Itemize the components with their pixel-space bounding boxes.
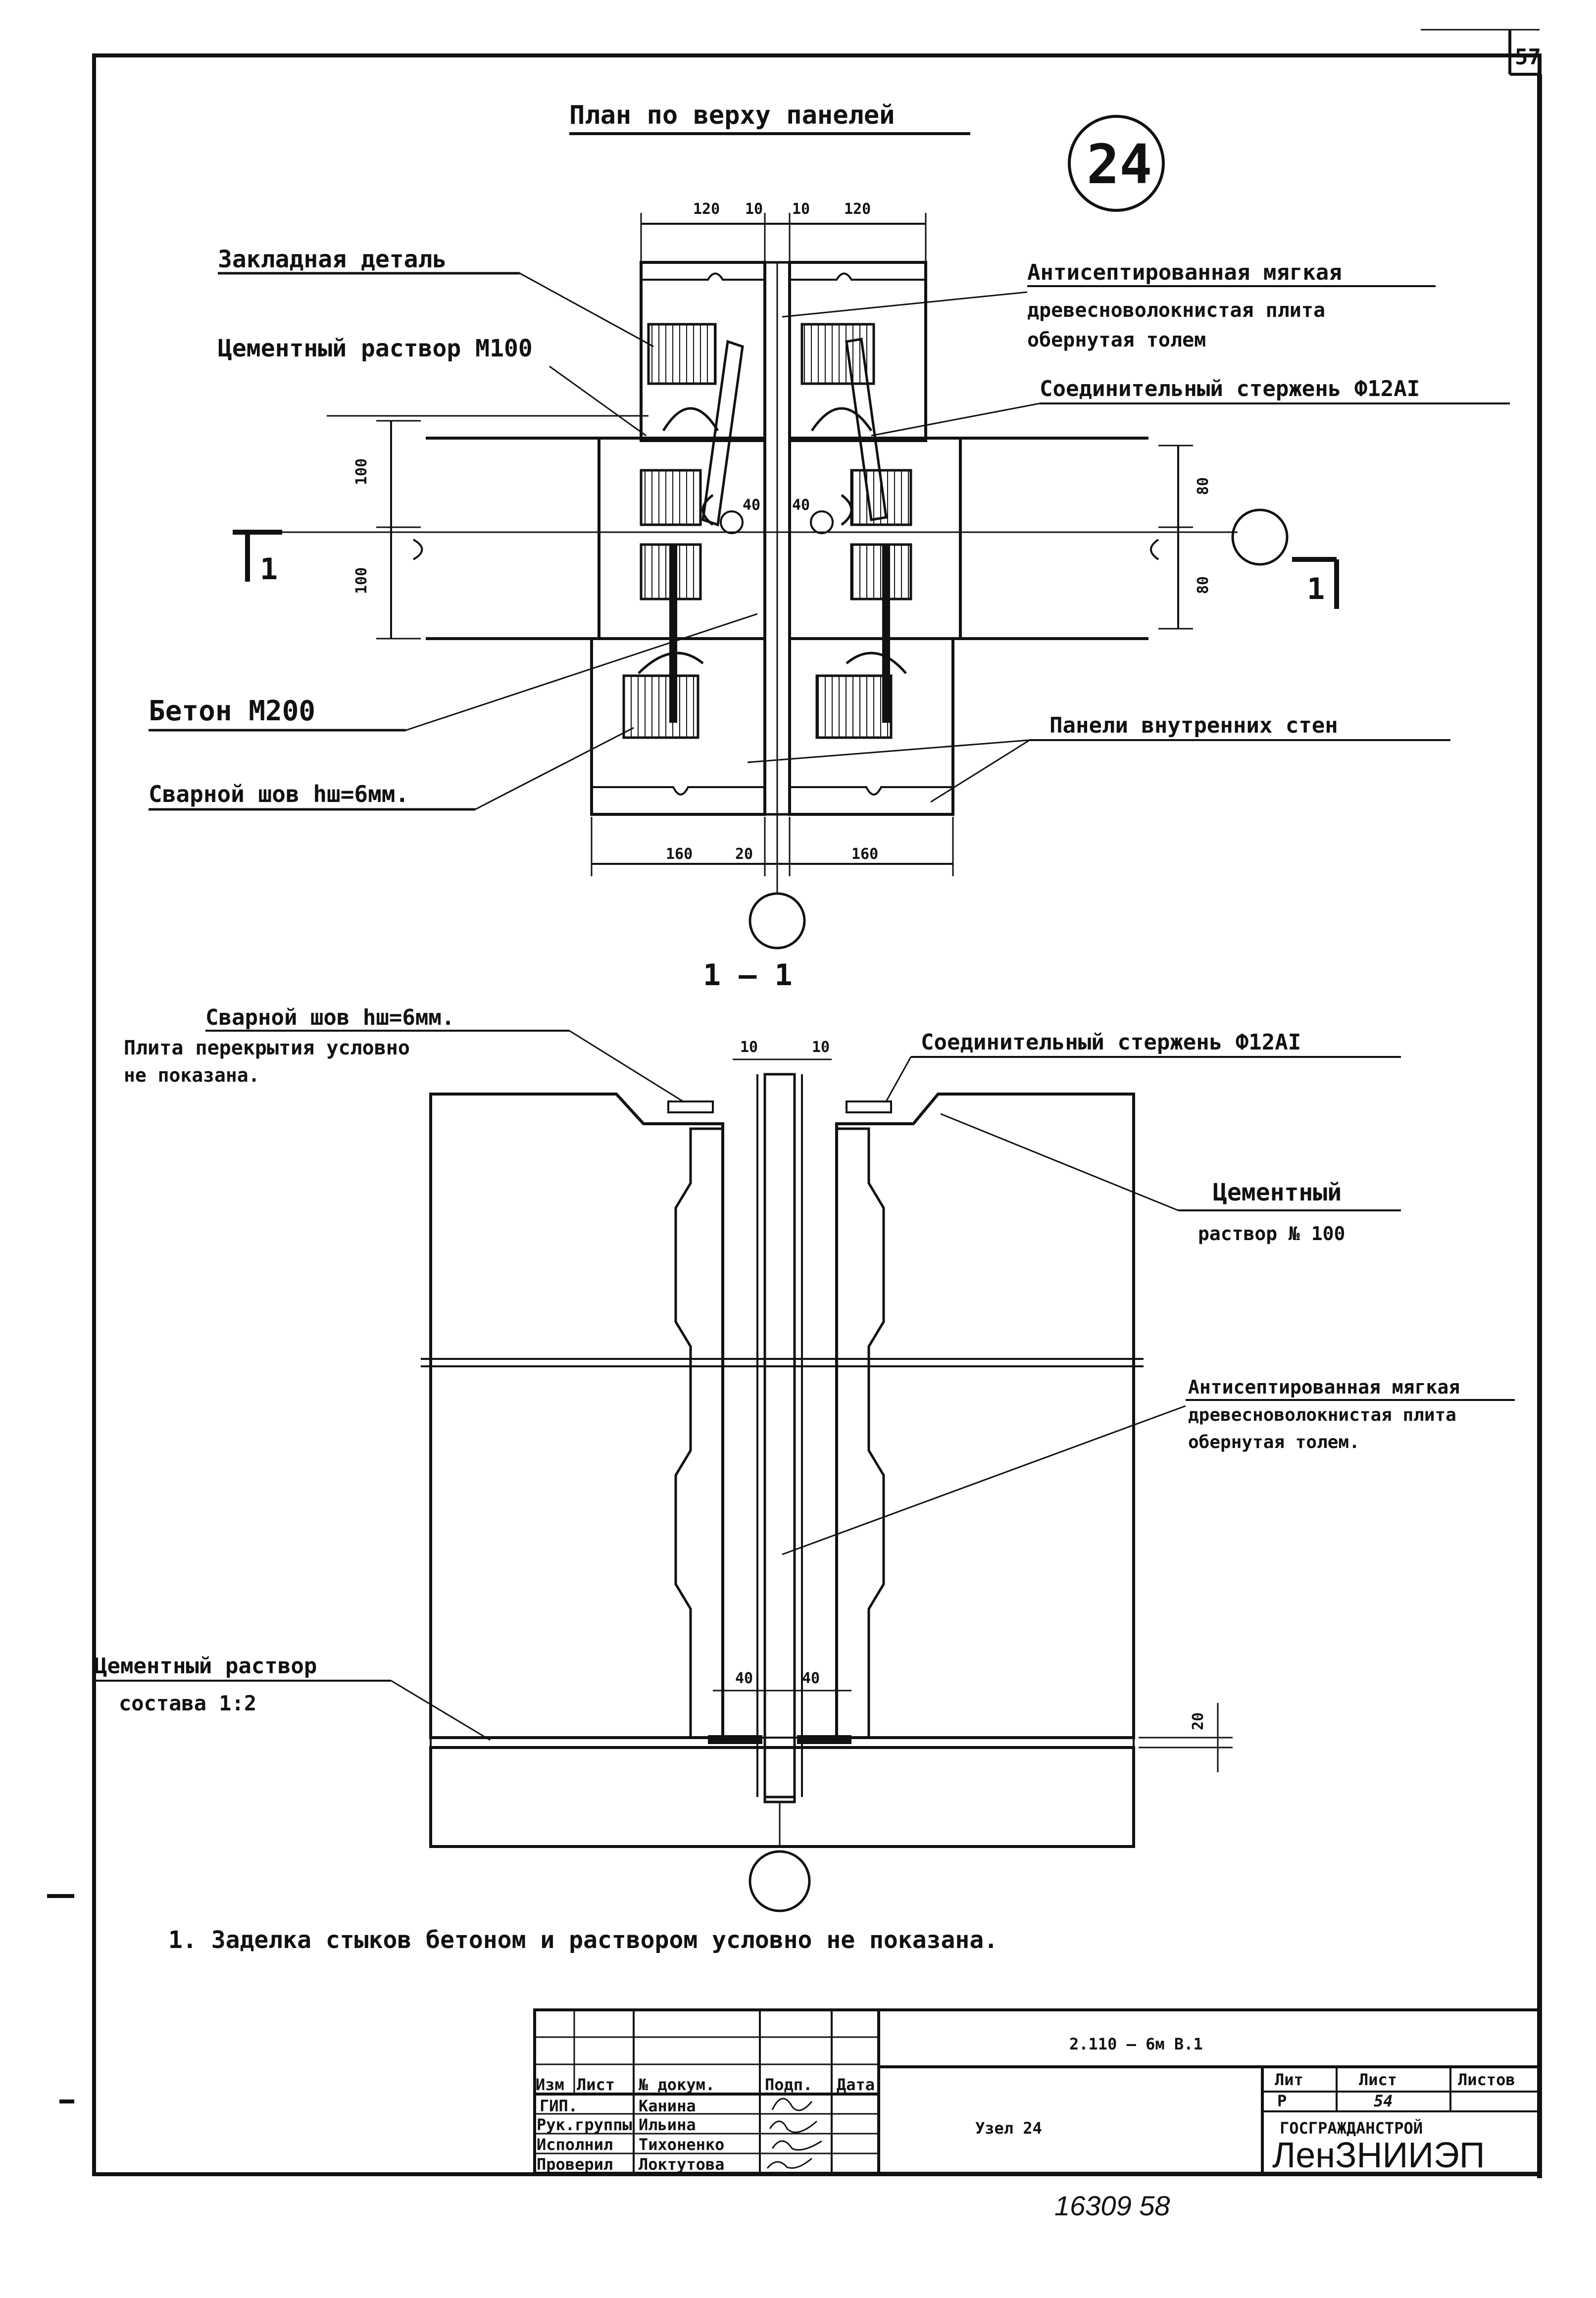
dim-120-right: 120 [844, 200, 871, 218]
section-title: 1 — 1 [703, 958, 793, 993]
section-dim-20: 20 [1190, 1712, 1207, 1730]
corner-sheet-number: 57 [1515, 45, 1541, 70]
tb-name-1: Ильина [639, 2115, 696, 2134]
section-slab-line1: Плита перекрытия условно [124, 1037, 410, 1059]
section-mark-left: 1 [260, 552, 278, 587]
section-label-rod: Соединительный стержень Ф12АI [921, 1030, 1301, 1055]
tb-role-0: ГИП. [540, 2097, 578, 2115]
section-dim-10-left: 10 [740, 1039, 758, 1056]
section-antiseptic-line3: обернутая толем. [1188, 1432, 1360, 1452]
section-cement-line1: Цементный [1213, 1179, 1342, 1206]
signature-3 [766, 2157, 812, 2169]
tb-header-docno: № докум. [639, 2075, 715, 2094]
tb-stage-value: Р [1277, 2092, 1287, 2110]
section-antiseptic-line1: Антисептированная мягкая [1188, 1376, 1460, 1398]
tb-header-izm: Изм [536, 2075, 564, 2094]
plan-antiseptic-line2: древесноволокнистая плита [1027, 299, 1325, 322]
section-slab-line2: не показана. [124, 1064, 260, 1086]
label-inner-panels: Панели внутренних стен [1049, 713, 1338, 738]
tb-sheet-header: Лист [1359, 2070, 1397, 2089]
section-mortar-line1: Цементный раствор [94, 1653, 317, 1679]
tb-name-2: Тихоненко [639, 2135, 724, 2154]
section-antiseptic-line2: древесноволокнистая плита [1188, 1405, 1456, 1425]
tb-header-list: Лист [577, 2075, 615, 2094]
section-mortar-line2: состава 1:2 [119, 1691, 256, 1715]
dim-160-left: 160 [666, 846, 693, 863]
dim-10-right: 10 [792, 200, 810, 218]
tb-role-1: Рук.группы [537, 2115, 632, 2134]
tb-node-title: Узел 24 [975, 2119, 1042, 2138]
dim-120-left: 120 [693, 200, 720, 218]
tb-name-0: Канина [639, 2097, 696, 2115]
label-embedded-part: Закладная деталь [218, 246, 447, 273]
node-number: 24 [1087, 133, 1152, 196]
tb-org-line2: ЛенЗНИИЭП [1272, 2136, 1485, 2175]
plan-antiseptic-line3: обернутая толем [1027, 329, 1206, 351]
dim-80-bottom: 80 [1195, 576, 1212, 594]
dim-20: 20 [735, 846, 753, 863]
tb-stage-header: Лит [1275, 2070, 1303, 2089]
plan-title: План по верху панелей [569, 100, 895, 130]
label-concrete: Бетон М200 [149, 695, 315, 727]
label-cement-m100: Цементный раствор М100 [218, 335, 533, 362]
section-cement-line2: раствор № 100 [1198, 1223, 1345, 1245]
tb-sheets-header: Листов [1458, 2070, 1515, 2089]
tb-sheet-value: 54 [1374, 2092, 1393, 2110]
plan-view: План по верху панелей 24 120 10 10 120 [149, 100, 1510, 949]
tb-org-line1: ГОСГРАЖДАНСТРОЙ [1280, 2119, 1423, 2138]
plan-label-rod: Соединительный стержень Ф12АI [1040, 376, 1420, 401]
title-block: Изм Лист № докум. Подп. Дата ГИП. Канина… [533, 2008, 1541, 2175]
signature-0 [771, 2098, 813, 2111]
tb-role-2: Исполнил [537, 2135, 613, 2154]
dim-10-left: 10 [745, 200, 763, 218]
dim-40-right: 40 [792, 497, 810, 514]
dim-80-top: 80 [1195, 477, 1212, 495]
tb-doc-code: 2.110 — 6м В.1 [1069, 2035, 1203, 2053]
section-dim-10-right: 10 [812, 1039, 830, 1056]
section-label-weld: Сварной шов hш=6мм. [205, 1005, 454, 1030]
tb-header-date: Дата [837, 2075, 875, 2094]
tb-name-3: Локтутова [639, 2155, 724, 2174]
section-view: 1 — 1 10 10 40 40 20 [94, 958, 1515, 1912]
plan-antiseptic-line1: Антисептированная мягкая [1027, 260, 1342, 285]
dim-100-top: 100 [353, 458, 370, 485]
bottom-number: 16309 58 [1054, 2190, 1170, 2221]
plan-label-weld: Сварной шов hш=6мм. [149, 781, 409, 807]
section-mark-right: 1 [1307, 572, 1325, 606]
dim-100-bottom: 100 [353, 567, 370, 594]
signature-2 [771, 2140, 822, 2151]
section-dim-40-right: 40 [802, 1670, 820, 1687]
node-circle [1068, 115, 1165, 212]
dim-40-left: 40 [743, 497, 760, 514]
signature-1 [769, 2120, 817, 2133]
note-text: 1. Заделка стыков бетоном и раствором ус… [168, 1926, 998, 1954]
section-dim-40-left: 40 [735, 1670, 753, 1687]
dim-160-right: 160 [851, 846, 878, 863]
tb-role-3: Проверил [537, 2155, 613, 2174]
tb-header-sign: Подп. [765, 2075, 812, 2094]
